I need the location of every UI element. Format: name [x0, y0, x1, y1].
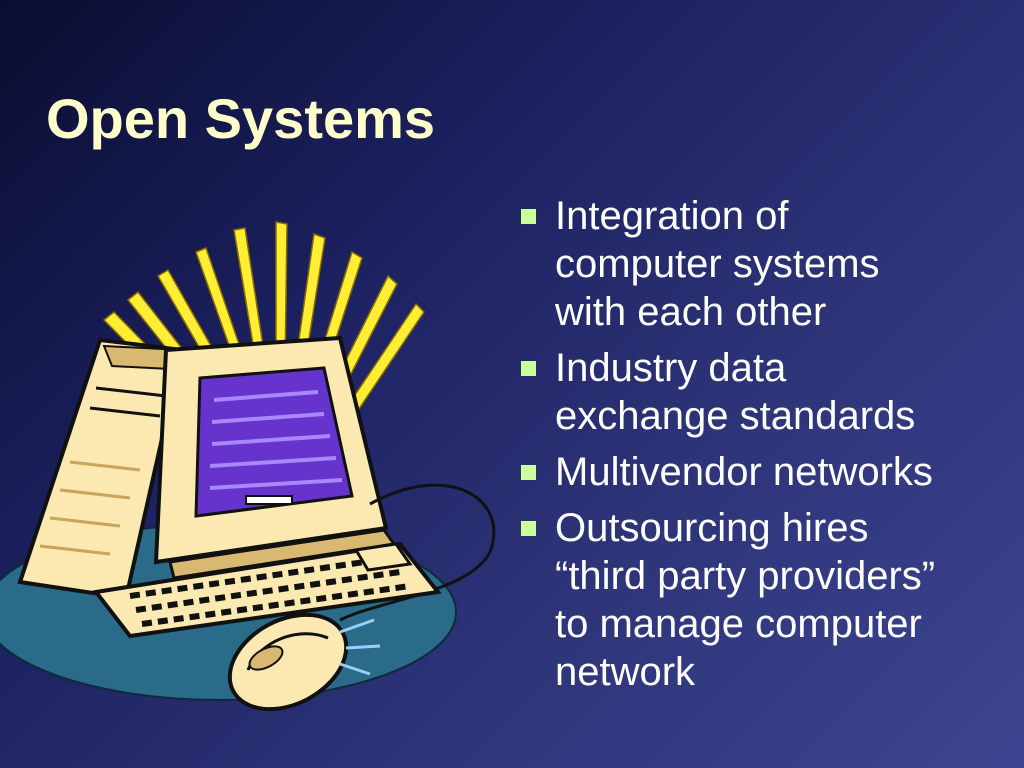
- slide-title: Open Systems: [46, 87, 436, 150]
- list-item: Multivendor networks: [518, 448, 1008, 496]
- bullet-text: Industry data exchange standards: [555, 346, 916, 438]
- list-item: Outsourcing hires “third party providers…: [518, 504, 1008, 696]
- list-item: Industry data exchange standards: [518, 344, 1008, 440]
- square-bullet-icon: [521, 521, 536, 536]
- square-bullet-icon: [521, 209, 536, 224]
- keyboard: [92, 541, 442, 639]
- cable: [339, 483, 496, 622]
- mouse: [227, 612, 381, 712]
- bullet-text: Multivendor networks: [555, 450, 933, 494]
- bullet-list: Integration of computer systems with eac…: [518, 192, 1008, 704]
- bullet-text: Integration of computer systems with eac…: [555, 194, 880, 334]
- list-item: Integration of computer systems with eac…: [518, 192, 1008, 336]
- square-bullet-icon: [521, 361, 536, 376]
- square-bullet-icon: [521, 465, 536, 480]
- monitor: [153, 335, 397, 580]
- computer-illustration-icon: [0, 221, 496, 712]
- bullet-text: Outsourcing hires “third party providers…: [555, 506, 936, 694]
